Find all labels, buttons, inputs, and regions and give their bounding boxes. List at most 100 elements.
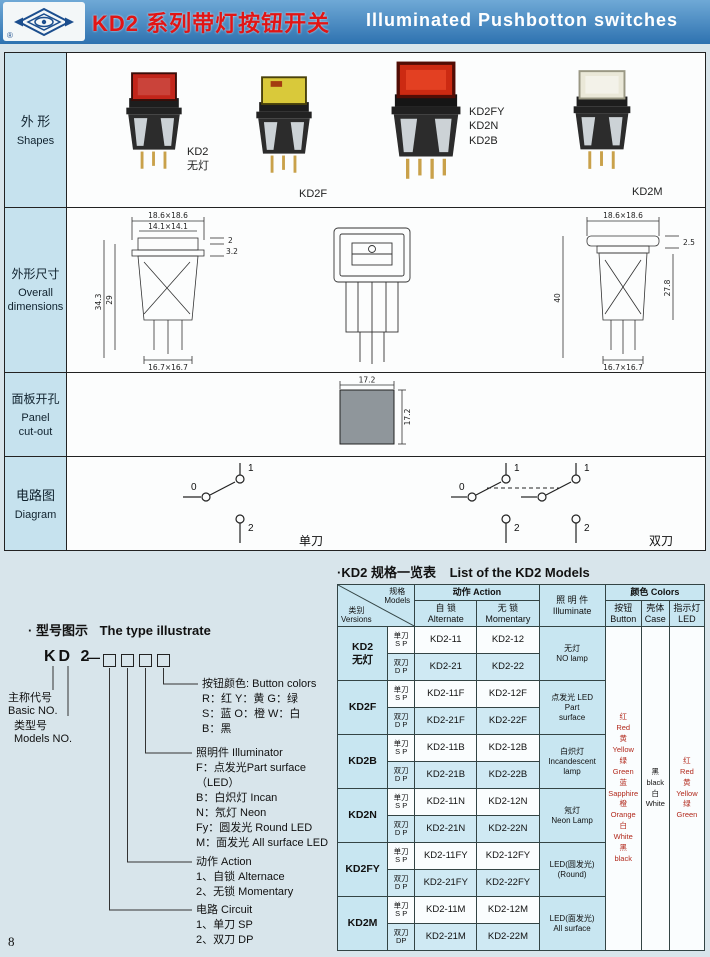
model-number-cell: KD2-12B: [476, 734, 540, 762]
switch-photo-kd2fy: [391, 61, 461, 179]
anno-button-colors: 按钮颜色: Button colors R：红 Y：黄 G：绿 S：蓝 O：橙 …: [202, 678, 317, 735]
row-label-cn: 面板开孔: [11, 391, 60, 406]
dimension-drawing-2: [333, 227, 411, 364]
terminal-label: 1: [248, 463, 254, 474]
model-number-cell: KD2-12: [476, 626, 540, 654]
case-colors-cell: 黑 black 白 White: [640, 626, 670, 951]
diag-versions-label: 类别 Versions: [341, 605, 372, 624]
dp-label: 双刀: [649, 534, 673, 548]
table-row: KD2M 单刀 S P KD2-11M KD2-12M LED(面发光) All…: [336, 896, 705, 951]
anno-illuminator: 照明件 Illuminator F：点发光Part surface （LED） …: [196, 747, 329, 849]
pole-cell: 单刀 S P: [387, 896, 416, 924]
models-table: 规格 Models 类别 Versions 动作 Action 照 明 件 Il…: [336, 584, 706, 951]
row-label-en: Overall dimensions: [7, 287, 64, 313]
dimension-drawing-1: 18.6×18.6 14.1×14.1 34.3 29 2 3.2 16.7×1…: [94, 211, 238, 371]
col-header-momentary: 无 锁 Momentary: [476, 600, 540, 627]
button-colors-cell: 红 Red 黄 Yellow 绿 Green 蓝 Sapphire 橙 Oran…: [604, 626, 642, 951]
row-label-cn: 电路图: [15, 487, 55, 503]
dim-text: 34.3: [94, 293, 103, 310]
type-illustrate-title-en: The type illustrate: [99, 623, 211, 638]
dim-text: 27.8: [663, 279, 672, 296]
table-header-row: 自 锁 Alternate 无 锁 Momentary 按钮 Button 壳体…: [338, 600, 706, 627]
spec-row-dimensions: 外形尺寸 Overall dimensions: [5, 208, 705, 373]
dim-text: 17.2: [359, 376, 376, 385]
dim-text: 3.2: [226, 247, 238, 256]
row-label-shapes: 外 形 Shapes: [5, 53, 67, 207]
model-number-cell: KD2-11: [414, 626, 478, 654]
circuit-diagram: 0 1 2 单刀: [183, 463, 673, 548]
pole-cell: 单刀 S P: [387, 626, 416, 654]
model-number-cell: KD2-22M: [476, 923, 540, 951]
model-box-color: [157, 654, 170, 667]
models-title-en: List of the KD2 Models: [449, 565, 590, 580]
table-row: 双刀 D P KD2-21F KD2-22F: [338, 707, 705, 735]
row-label-en: Diagram: [14, 508, 57, 521]
col-header-case: 壳体 Case: [640, 600, 670, 627]
row-label-panel: 面板开孔 Panel cut-out: [5, 373, 67, 456]
dim-text: 16.7×16.7: [148, 363, 188, 371]
table-row: 双刀 D P KD2-21B KD2-22B: [338, 761, 705, 789]
version-cell: KD2F: [336, 680, 389, 735]
pole-cell: 单刀 S P: [387, 680, 416, 708]
panel-cutout-content: 17.2 17.2: [67, 373, 705, 456]
spec-row-diagram: 电路图 Diagram 0 1: [5, 457, 705, 550]
terminal-label: 1: [514, 463, 520, 474]
pole-cell: 双刀 D P: [387, 653, 416, 681]
terminal-label: 1: [584, 463, 590, 474]
row-label-cn: 外形尺寸: [11, 267, 60, 282]
spec-row-panel-cutout: 面板开孔 Panel cut-out 17.2 17.2: [5, 373, 705, 457]
model-number-cell: KD2-22FY: [476, 869, 540, 897]
model-number-cell: KD2-21F: [414, 707, 478, 735]
col-header-illuminate: 照 明 件 Illuminate: [538, 584, 606, 627]
circuit-content: 0 1 2 单刀: [67, 457, 705, 550]
model-number-cell: KD2-11N: [414, 788, 478, 816]
version-cell: KD2 无灯: [336, 626, 389, 681]
illuminate-cell: LED(面发光) All surface: [538, 896, 606, 951]
model-number-cell: KD2-12M: [476, 896, 540, 924]
model-number-cell: KD2-21B: [414, 761, 478, 789]
shapes-content: KD2 无灯 KD2F: [67, 53, 705, 207]
type-illustrate-title-cn: · 型号图示: [28, 623, 88, 638]
terminal-label: 2: [514, 523, 520, 534]
table-row: 双刀 D P KD2-21 KD2-22: [338, 653, 705, 681]
type-illustrate-section: · 型号图示 The type illustrate KD 2 — 主称代号 B…: [8, 560, 335, 952]
basic-no-label: 主称代号 Basic NO.: [8, 692, 58, 717]
model-box-illuminator: [139, 654, 152, 667]
header: ® KD2 系列带灯按钮开关 Illuminated Pushbotton sw…: [0, 0, 710, 44]
table-header-row: 规格 Models 类别 Versions 动作 Action 照 明 件 Il…: [336, 584, 706, 627]
col-header-colors: 颜色 Colors: [604, 584, 706, 601]
switch-label: KD2F: [299, 188, 328, 200]
dim-text: 2.5: [683, 238, 695, 247]
illuminate-cell: 氖灯 Neon Lamp: [538, 788, 606, 843]
row-label-cn: 外 形: [20, 114, 51, 130]
dim-text: 17.2: [403, 408, 412, 425]
pole-cell: 双刀 D P: [387, 761, 416, 789]
type-illustrate-title: · 型号图示 The type illustrate: [28, 620, 211, 639]
models-section: ·KD2 规格一览表 List of the KD2 Models 规格 Mod…: [336, 562, 707, 951]
dimension-drawing-3: 18.6×18.6 2.5 40 27.8 16.7×16.7: [553, 211, 695, 371]
model-prefix: KD 2: [44, 648, 93, 665]
illuminate-cell: 无灯 NO lamp: [538, 626, 606, 681]
pole-cell: 单刀 S P: [387, 734, 416, 762]
illuminate-cell: LED(圆发光) (Round): [538, 842, 606, 897]
registered-mark: ®: [7, 31, 13, 40]
brand-logo-icon: [14, 7, 74, 36]
model-number-cell: KD2-11FY: [414, 842, 478, 870]
pole-cell: 双刀 D P: [387, 869, 416, 897]
models-table-title: ·KD2 规格一览表 List of the KD2 Models: [337, 562, 707, 581]
model-number-cell: KD2-21N: [414, 815, 478, 843]
row-label-diagram: 电路图 Diagram: [5, 457, 67, 550]
model-dash: —: [87, 650, 100, 665]
table-row: 双刀 DP KD2-21M KD2-22M: [338, 923, 705, 951]
model-number-cell: KD2-11F: [414, 680, 478, 708]
model-number-cell: KD2-12FY: [476, 842, 540, 870]
dim-text: 18.6×18.6: [603, 211, 643, 220]
col-header-button: 按钮 Button: [604, 600, 642, 627]
anno-circuit: 电路 Circuit 1、单刀 SP 2、双刀 DP: [196, 904, 254, 946]
model-number-cell: KD2-22: [476, 653, 540, 681]
model-box-circuit: [103, 654, 116, 667]
col-header-alternate: 自 锁 Alternate: [414, 600, 478, 627]
page-title-en: Illuminated Pushbotton switches: [366, 10, 679, 30]
model-number-cell: KD2-22N: [476, 815, 540, 843]
